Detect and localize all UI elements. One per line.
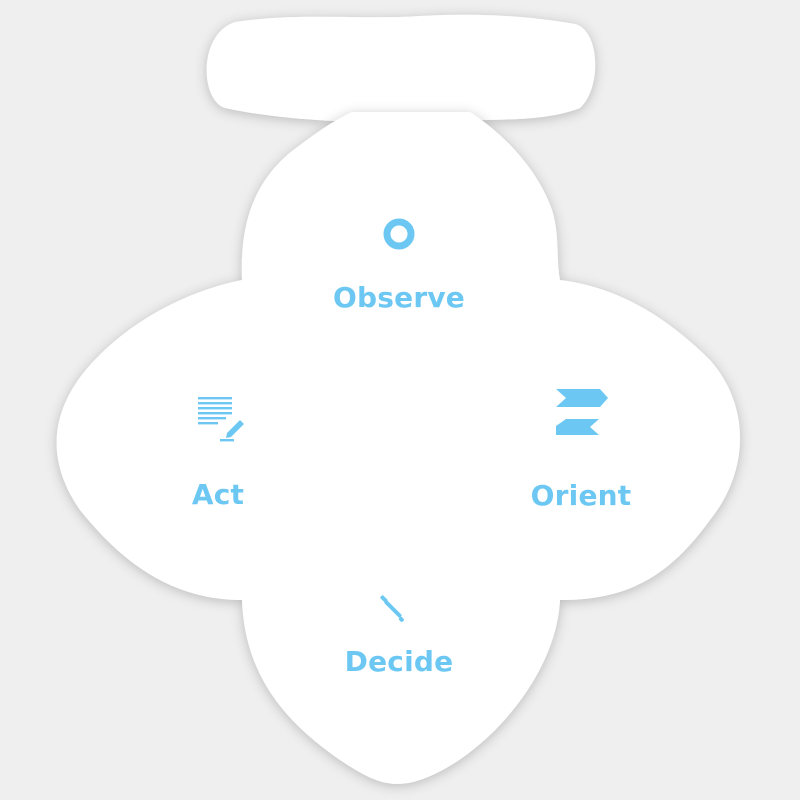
title-banner xyxy=(206,14,596,123)
node-label-decide: Decide xyxy=(344,645,454,678)
node-label-orient: Orient xyxy=(530,479,632,512)
ring-icon xyxy=(383,218,415,250)
diagram-body xyxy=(56,112,741,784)
drill-bit-icon xyxy=(380,595,404,622)
notes-pencil-icon xyxy=(198,397,244,442)
node-label-observe: Observe xyxy=(333,281,465,314)
chevron-stack-icon xyxy=(556,389,608,435)
node-label-act: Act xyxy=(191,478,245,511)
